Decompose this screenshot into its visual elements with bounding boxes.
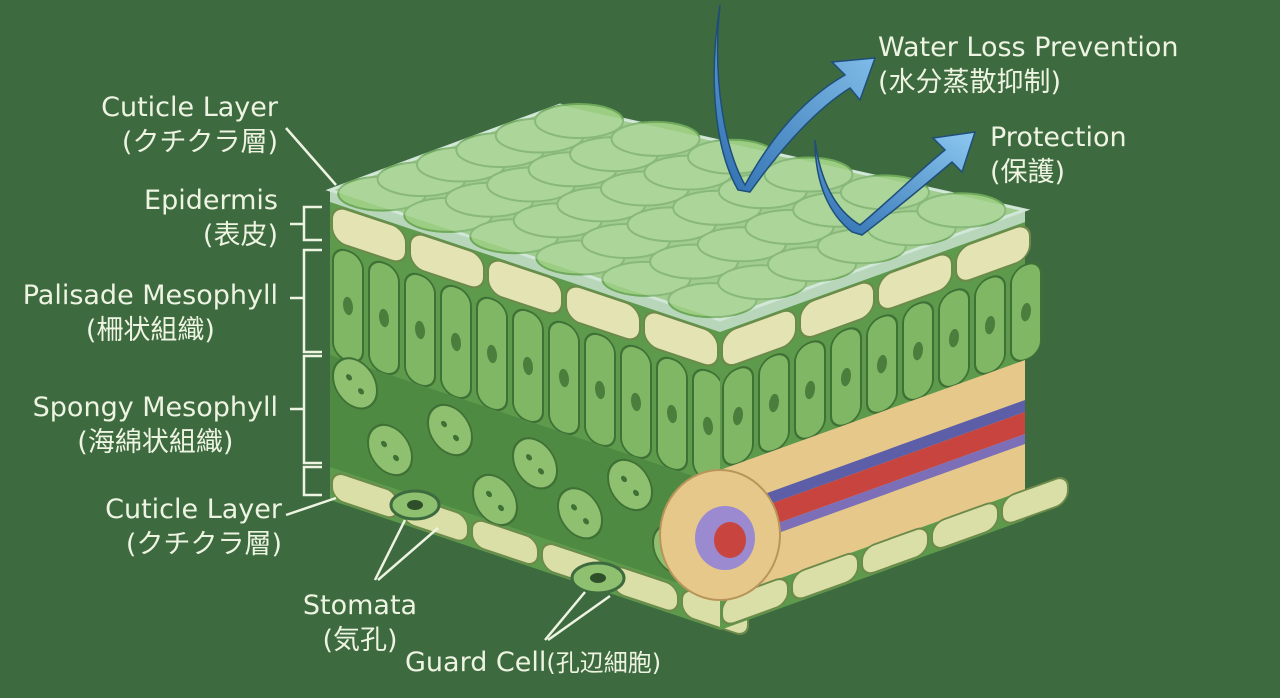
chloroplast [571,504,577,511]
chloroplast [1021,302,1031,322]
label-cuticle-bottom: Cuticle Layer (クチクラ層) [105,492,282,562]
spongy-cell [607,458,653,512]
chloroplast [559,368,569,388]
phloem [720,400,1025,522]
lower-epidermis-cell [1001,477,1069,524]
chloroplast [381,440,387,448]
label-stomata-ja: (気孔) [322,625,398,656]
lower-epidermis-cell [791,552,859,600]
palisade-layer-right [722,262,1042,466]
top-cell [763,156,854,193]
label-spongy-en: Spongy Mesophyll [32,392,278,423]
chloroplast [877,354,887,374]
label-protection: Protection (保護) [990,120,1127,190]
chloroplast [633,489,639,497]
chloroplast [595,380,605,400]
chloroplast [841,367,851,387]
upper-epidermis [331,207,719,367]
chloroplast [733,406,743,426]
chloroplast [985,315,995,335]
lower-epidermis-right [721,477,1069,625]
label-water-loss-ja: (水分蒸散抑制) [878,67,1062,98]
top-cell [916,192,1007,229]
chloroplast [393,454,399,462]
label-cuticle-bottom-ja: (クチクラ層) [125,529,282,560]
palisade-layer [332,248,724,484]
upper-epidermis-right [721,225,1031,367]
protection-arrow [814,131,977,236]
chloroplast [526,454,532,461]
epidermis-cell [799,281,875,339]
xylem [720,412,1025,544]
chloroplast [949,328,959,348]
epidermis-cell [721,309,797,367]
chloroplast [486,490,492,498]
chloroplast [379,308,389,328]
chloroplast [343,296,353,316]
chloroplast [487,344,497,364]
water-loss-arrow [713,4,877,193]
chloroplast [913,341,923,361]
spongy-cell [427,403,473,457]
label-water-loss: Water Loss Prevention (水分蒸散抑制) [878,30,1179,100]
epidermis-cell [877,253,953,310]
spongy-cell [557,487,603,540]
label-protection-ja: (保護) [990,157,1066,188]
chloroplast [538,468,544,475]
label-protection-en: Protection [990,122,1127,153]
label-stomata-en: Stomata [302,590,418,621]
label-epidermis-en: Epidermis [144,185,278,216]
spongy-cell [512,437,558,490]
label-spongy-ja: (海綿状組織) [77,427,234,458]
label-cuticle-bottom-en: Cuticle Layer [105,494,282,525]
label-epidermis-ja: (表皮) [202,220,278,251]
epidermis-cell [409,233,485,289]
lower-epidermis-cell [931,502,999,550]
chloroplast [441,420,447,428]
epidermis-cell [643,311,719,367]
chloroplast [498,504,504,512]
chloroplast [415,320,425,340]
stomata-openings [389,489,626,595]
label-palisade-en: Palisade Mesophyll [22,280,278,311]
vein-cross-section [659,469,781,601]
epidermis-cell [565,285,641,341]
label-cuticle-top-en: Cuticle Layer [101,92,278,123]
chloroplast [346,374,352,381]
leaf-right-face [720,210,1069,630]
label-epidermis: Epidermis (表皮) [144,183,278,253]
label-water-loss-en: Water Loss Prevention [878,32,1179,63]
label-palisade-ja: (柵状組織) [85,315,215,346]
chloroplast [523,356,533,376]
epidermis-cell [487,259,563,315]
label-guard-cell-ja: (孔辺細胞) [546,649,662,677]
chloroplast [358,388,364,395]
label-guard-cell-en: Guard Cell [405,647,547,678]
chloroplast [631,392,641,412]
chloroplast [621,475,627,483]
epidermis-cell [331,207,407,263]
chloroplast [805,380,815,400]
chloroplast [453,434,459,442]
chloroplast [703,416,713,436]
label-leader-lines [285,127,611,642]
label-spongy: Spongy Mesophyll (海綿状組織) [33,390,278,460]
chloroplast [451,332,461,352]
label-cuticle-top: Cuticle Layer (クチクラ層) [101,90,278,160]
chloroplast [583,518,589,525]
spongy-cell [367,423,413,477]
chloroplast [667,404,677,424]
label-cuticle-top-ja: (クチクラ層) [121,127,278,158]
lower-epidermis-cell [471,519,539,566]
label-stomata: Stomata (気孔) [290,588,430,658]
chloroplast [769,393,779,413]
top-cell [534,103,625,140]
top-cell [610,120,701,157]
label-palisade: Palisade Mesophyll (柵状組織) [23,278,278,348]
spongy-cell [332,357,378,410]
epidermis-cell [955,225,1031,282]
lower-epidermis-cell [861,527,929,575]
label-guard-cell: Guard Cell(孔辺細胞) [405,645,661,681]
